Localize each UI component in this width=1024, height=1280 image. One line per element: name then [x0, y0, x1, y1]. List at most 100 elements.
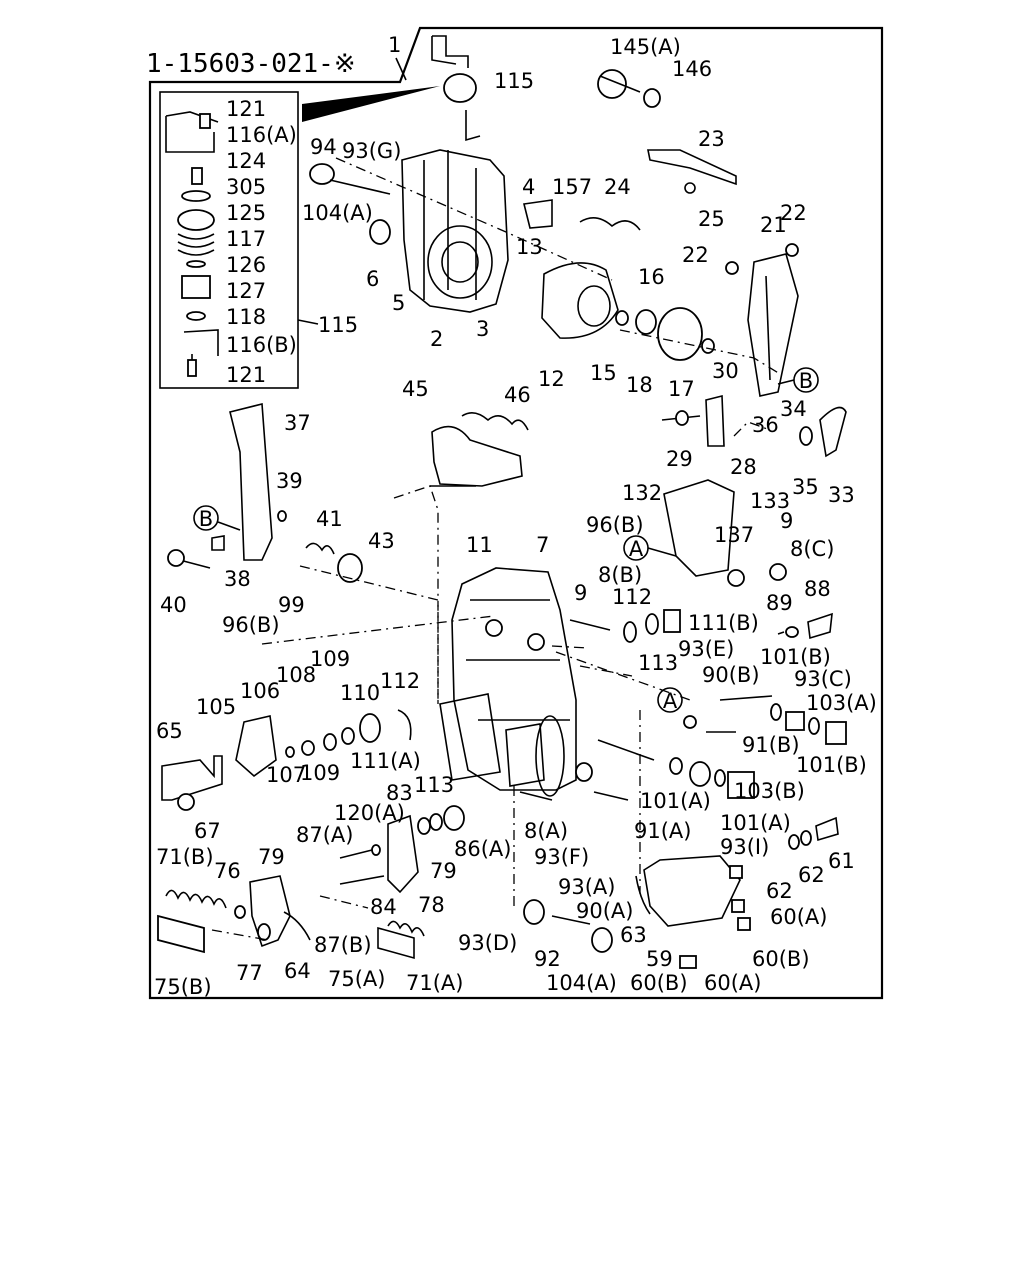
part-label: 30 [712, 359, 739, 383]
part-label: 115 [494, 69, 534, 93]
part-label: 24 [604, 175, 631, 199]
part-label: 124 [226, 149, 266, 173]
part-label: 79 [258, 845, 285, 869]
part-label: 112 [380, 669, 420, 693]
part-label: 7 [536, 533, 549, 557]
part-label: 2 [430, 327, 443, 351]
part-label: 90(A) [576, 899, 633, 923]
part-label: 65 [156, 719, 183, 743]
part-label: 59 [646, 947, 673, 971]
part-label: 6 [366, 267, 379, 291]
part-label: 92 [534, 947, 561, 971]
part-label: 37 [284, 411, 311, 435]
part-label: 76 [214, 859, 241, 883]
part-label: 64 [284, 959, 311, 983]
part-label: 60(A) [704, 971, 761, 995]
part-label: 41 [316, 507, 343, 531]
part-label: 305 [226, 175, 266, 199]
part-label: 62 [766, 879, 793, 903]
part-label: 90(B) [702, 663, 760, 687]
part-label: 22 [682, 243, 709, 267]
governor-housing-assembly [309, 35, 509, 313]
part-label: 75(B) [154, 975, 212, 999]
flyweight-holder-assembly [541, 262, 715, 361]
part-label: 9 [780, 509, 793, 533]
part-label: 137 [714, 523, 754, 547]
part-label: 101(B) [760, 645, 831, 669]
part-label: 93(I) [720, 835, 769, 859]
part-label: 86(A) [454, 837, 511, 861]
lever-assembly-right [661, 243, 847, 458]
part-label: 108 [276, 663, 316, 687]
part-label: 132 [622, 481, 662, 505]
part-label: 93(C) [794, 667, 852, 691]
part-label: 157 [552, 175, 592, 199]
part-label: 113 [638, 651, 678, 675]
part-label: 93(F) [534, 845, 589, 869]
part-label: 101(A) [720, 811, 791, 835]
part-label: 91(B) [742, 733, 800, 757]
screws-right-of-cover [569, 609, 847, 799]
part-label: 78 [418, 893, 445, 917]
part-label: 91(A) [634, 819, 691, 843]
part-label: 1 [388, 33, 401, 57]
callout-b-right: B [777, 367, 819, 393]
left-lever-cluster [161, 709, 412, 811]
part-label: 38 [224, 567, 251, 591]
part-label: 63 [620, 923, 647, 947]
control-lever-and-spring [430, 412, 529, 487]
part-label: 96(B) [222, 613, 280, 637]
part-label: 103(B) [734, 779, 805, 803]
inset-leader [297, 319, 319, 325]
part-label: 101(B) [796, 753, 867, 777]
part-label: 43 [368, 529, 395, 553]
part-label: 60(B) [752, 947, 810, 971]
part-label: 111(A) [350, 749, 421, 773]
part-label: 71(B) [156, 845, 214, 869]
part-label: 109 [300, 761, 340, 785]
part-label: 23 [698, 127, 725, 151]
part-label: 87(B) [314, 933, 372, 957]
part-label: 110 [340, 681, 380, 705]
part-label: 106 [240, 679, 280, 703]
center-lines [211, 157, 781, 941]
part-label: 116(B) [226, 333, 297, 357]
lower-parts [157, 762, 839, 969]
part-label: 75(A) [328, 967, 385, 991]
part-label: 8(C) [790, 537, 834, 561]
part-label: 13 [516, 235, 543, 259]
part-label: 60(A) [770, 905, 827, 929]
part-label: 84 [370, 895, 397, 919]
part-label: 146 [672, 57, 712, 81]
part-label: 107 [266, 763, 306, 787]
part-label: 16 [638, 265, 665, 289]
part-label: 40 [160, 593, 187, 617]
part-label: 9 [574, 581, 587, 605]
part-label: 25 [698, 207, 725, 231]
part-label: 89 [766, 591, 793, 615]
part-label: 93(E) [678, 637, 734, 661]
part-label: 121 [226, 97, 266, 121]
part-labels: 1 115 145(A) 146 121 116(A) 124 305 125 … [154, 33, 877, 999]
part-label: 111(B) [688, 611, 759, 635]
small-top-parts [523, 69, 737, 231]
callout-b-left-text: B [199, 507, 213, 531]
part-label: 3 [476, 317, 489, 341]
part-label: 61 [828, 849, 855, 873]
callout-a-upper-text: A [629, 537, 644, 561]
part-label: 126 [226, 253, 266, 277]
part-label: 109 [310, 647, 350, 671]
part-label: 22 [780, 201, 807, 225]
part-label: 127 [226, 279, 266, 303]
adjust-lever-left [167, 402, 363, 583]
part-label: 12 [538, 367, 565, 391]
part-label: 21 [760, 213, 787, 237]
diagram-frame [148, 26, 884, 1000]
part-label: 60(B) [630, 971, 688, 995]
part-label: 105 [196, 695, 236, 719]
callout-b-right-text: B [799, 369, 813, 393]
part-label: 28 [730, 455, 757, 479]
part-label: 71(A) [406, 971, 463, 995]
part-label: 94 [310, 135, 337, 159]
